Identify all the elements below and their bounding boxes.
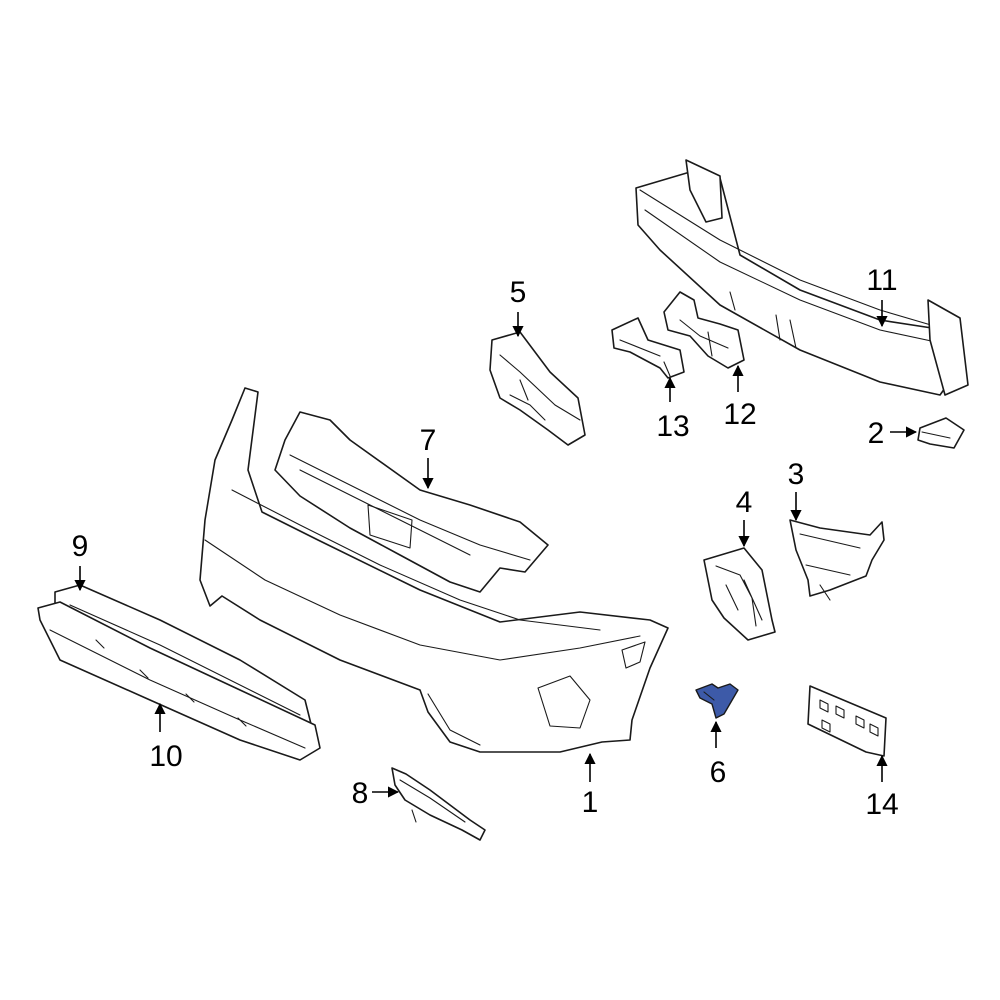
callout-12: 12: [723, 398, 756, 431]
callout-13: 13: [656, 410, 689, 443]
leader-lines: [74, 300, 918, 798]
callout-4: 4: [736, 486, 753, 519]
part-4-bracket: [703, 547, 776, 641]
callout-1: 1: [582, 786, 599, 819]
callout-8: 8: [352, 777, 369, 810]
part-13-bracket: [611, 317, 685, 379]
callout-7: 7: [420, 424, 437, 457]
part-11-reinforcement-beam: [635, 159, 969, 396]
callout-labels: 1 2 3 4 5 6 7 8 9 10 11 12 13 14: [72, 264, 899, 821]
part-5-bracket: [489, 331, 586, 446]
part-3-bracket: [789, 519, 885, 601]
callout-2: 2: [868, 417, 885, 450]
part-8-bracket: [391, 767, 486, 841]
part-12-bracket: [663, 291, 745, 369]
part-1-bumper-cover: [199, 387, 669, 753]
part-7-upper-grille: [274, 411, 549, 593]
callout-9: 9: [72, 530, 89, 563]
callout-6: 6: [710, 756, 727, 789]
part-14-license-bracket: [807, 685, 887, 757]
callout-11: 11: [866, 264, 897, 297]
callout-14: 14: [865, 788, 898, 821]
callout-5: 5: [510, 276, 527, 309]
part-6-clip-highlighted: [695, 683, 739, 719]
part-10-lower-grille: [37, 601, 321, 761]
part-2-bracket: [917, 417, 965, 449]
callout-10: 10: [149, 740, 182, 773]
callout-3: 3: [788, 458, 805, 491]
